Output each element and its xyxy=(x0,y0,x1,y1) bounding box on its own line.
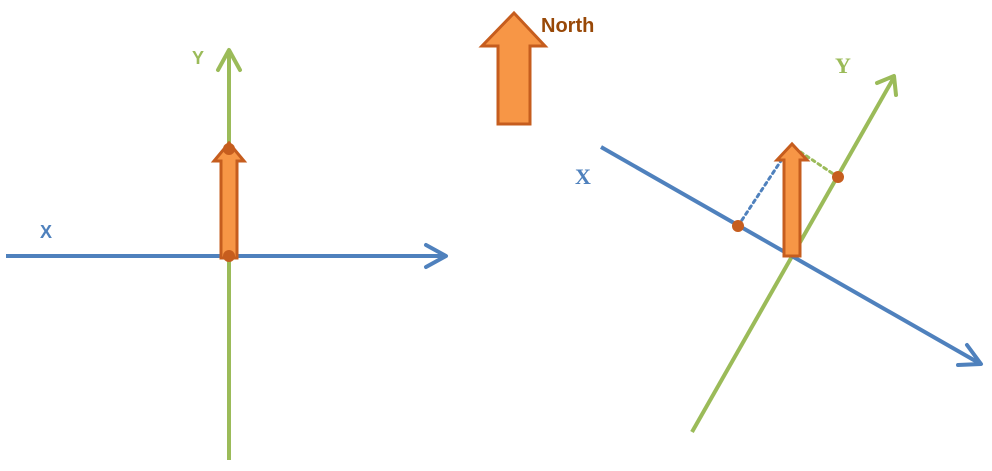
right-y-axis-arrowhead-icon xyxy=(875,74,898,97)
right-heading-arrow-icon xyxy=(773,141,811,258)
x-projection-point xyxy=(732,220,744,232)
left-heading-arrow-icon xyxy=(210,140,248,260)
left-y-axis-arrowhead-icon xyxy=(216,48,242,72)
north-arrow-icon xyxy=(478,10,549,126)
left-y-label: Y xyxy=(192,48,204,68)
left-vector-tip-point xyxy=(223,143,235,155)
right-panel: Y X xyxy=(575,53,983,433)
north-label: North xyxy=(541,15,594,37)
north-indicator: North xyxy=(478,10,594,126)
right-x-label: X xyxy=(575,164,591,189)
left-x-label: X xyxy=(40,222,52,242)
left-origin-point xyxy=(223,250,235,262)
left-x-axis-arrowhead-icon xyxy=(424,243,448,269)
left-panel: Y X xyxy=(6,48,448,460)
right-x-axis-arrowhead-icon xyxy=(956,343,983,367)
right-y-label: Y xyxy=(835,53,851,78)
y-projection-point xyxy=(832,171,844,183)
